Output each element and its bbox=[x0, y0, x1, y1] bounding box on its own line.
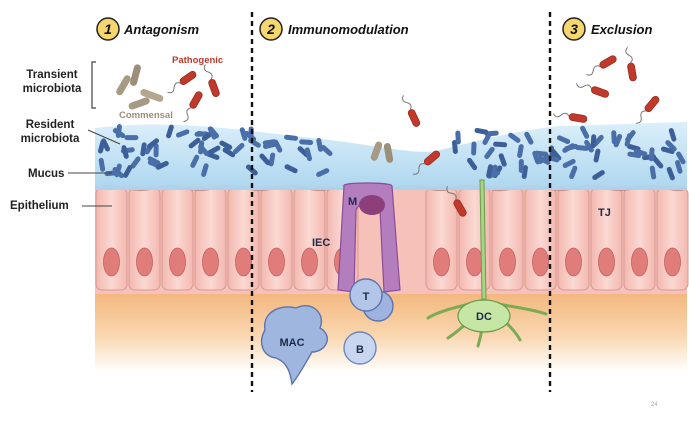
resident-label-line1: Resident bbox=[26, 119, 75, 131]
mucus-label: Mucus bbox=[28, 168, 64, 180]
pathogen bbox=[575, 80, 609, 98]
pathogen-body bbox=[179, 70, 198, 86]
macrophage-label: MAC bbox=[279, 337, 304, 349]
page-number: 24 bbox=[651, 402, 658, 408]
section-header-1: 1 Antagonism bbox=[97, 18, 200, 40]
pathogen bbox=[633, 95, 660, 126]
commensal-label: Commensal bbox=[119, 110, 173, 121]
pathogen bbox=[202, 63, 220, 97]
cell-nucleus bbox=[269, 248, 285, 276]
section-number-1: 1 bbox=[104, 21, 112, 37]
cell-nucleus bbox=[236, 248, 252, 276]
tight-junction-label: TJ bbox=[598, 207, 611, 219]
cell-nucleus bbox=[170, 248, 186, 276]
resident-bacterium bbox=[299, 139, 313, 145]
pathogen-body bbox=[407, 108, 421, 127]
section-number-2: 2 bbox=[266, 21, 275, 37]
resident-bacterium bbox=[474, 127, 489, 135]
pathogen bbox=[624, 47, 637, 82]
pathogen-body bbox=[569, 113, 588, 123]
transient-bracket bbox=[92, 62, 96, 108]
transient-label-line1: Transient bbox=[26, 69, 77, 81]
pathogen bbox=[180, 90, 203, 123]
cell-nucleus bbox=[434, 248, 450, 276]
cell-nucleus bbox=[302, 248, 318, 276]
resident-bacterium bbox=[455, 130, 461, 144]
pathogen-body bbox=[598, 54, 617, 69]
section-title-3: Exclusion bbox=[591, 22, 652, 37]
resident-bacterium bbox=[471, 141, 476, 155]
dendritic-cell-label: DC bbox=[476, 311, 492, 323]
pathogen-flagellum bbox=[166, 81, 182, 94]
m-cell-label: M bbox=[348, 196, 357, 208]
section-header-3: 3 Exclusion bbox=[563, 18, 652, 40]
iec-label: IEC bbox=[312, 237, 330, 249]
section-title-2: Immunomodulation bbox=[288, 22, 409, 37]
pathogenic-label: Pathogenic bbox=[172, 55, 223, 66]
cell-nucleus bbox=[467, 248, 483, 276]
resident-bacterium bbox=[493, 142, 507, 148]
pathogen-flagellum bbox=[576, 81, 593, 91]
cell-nucleus bbox=[533, 248, 549, 276]
resident-bacterium bbox=[519, 159, 524, 173]
pathogen-body bbox=[188, 90, 203, 109]
section-title-1: Antagonism bbox=[123, 22, 200, 37]
resident-bacterium bbox=[590, 134, 596, 148]
pathogen-body bbox=[627, 63, 637, 82]
pathogen-flagellum bbox=[401, 94, 412, 111]
resident-label-line2: microbiota bbox=[21, 133, 80, 145]
section-header-2: 2 Immunomodulation bbox=[260, 18, 409, 40]
cell-nucleus bbox=[203, 248, 219, 276]
cell-nucleus bbox=[104, 248, 120, 276]
cell-nucleus bbox=[500, 248, 516, 276]
pathogen-flagellum bbox=[634, 109, 648, 124]
t-cell-label: T bbox=[363, 291, 370, 303]
cell-nucleus bbox=[599, 248, 615, 276]
pathogen-flagellum bbox=[203, 64, 213, 81]
cell-nucleus bbox=[137, 248, 153, 276]
cell-nucleus bbox=[566, 248, 582, 276]
resident-bacterium bbox=[611, 130, 617, 144]
pathogen-flagellum bbox=[625, 47, 633, 64]
b-cell-label: B bbox=[356, 344, 364, 356]
section-number-3: 3 bbox=[570, 21, 578, 37]
m-cell-nucleus bbox=[359, 195, 385, 215]
pathogen bbox=[585, 54, 618, 77]
pathogen-flagellum bbox=[181, 107, 193, 123]
pathogen bbox=[400, 94, 421, 128]
epithelium-label: Epithelium bbox=[10, 200, 69, 212]
pathogen bbox=[553, 110, 588, 123]
pathogen-flagellum bbox=[553, 111, 570, 119]
pathogen-flagellum bbox=[585, 64, 601, 76]
pathogen-body bbox=[208, 78, 221, 97]
commensal-bacteria bbox=[115, 64, 164, 111]
pathogen bbox=[166, 70, 198, 95]
pathogen-body bbox=[590, 86, 609, 99]
transient-label-line2: microbiota bbox=[23, 83, 82, 95]
cell-nucleus bbox=[632, 248, 648, 276]
resident-bacterium bbox=[124, 135, 138, 140]
cell-nucleus bbox=[665, 248, 681, 276]
